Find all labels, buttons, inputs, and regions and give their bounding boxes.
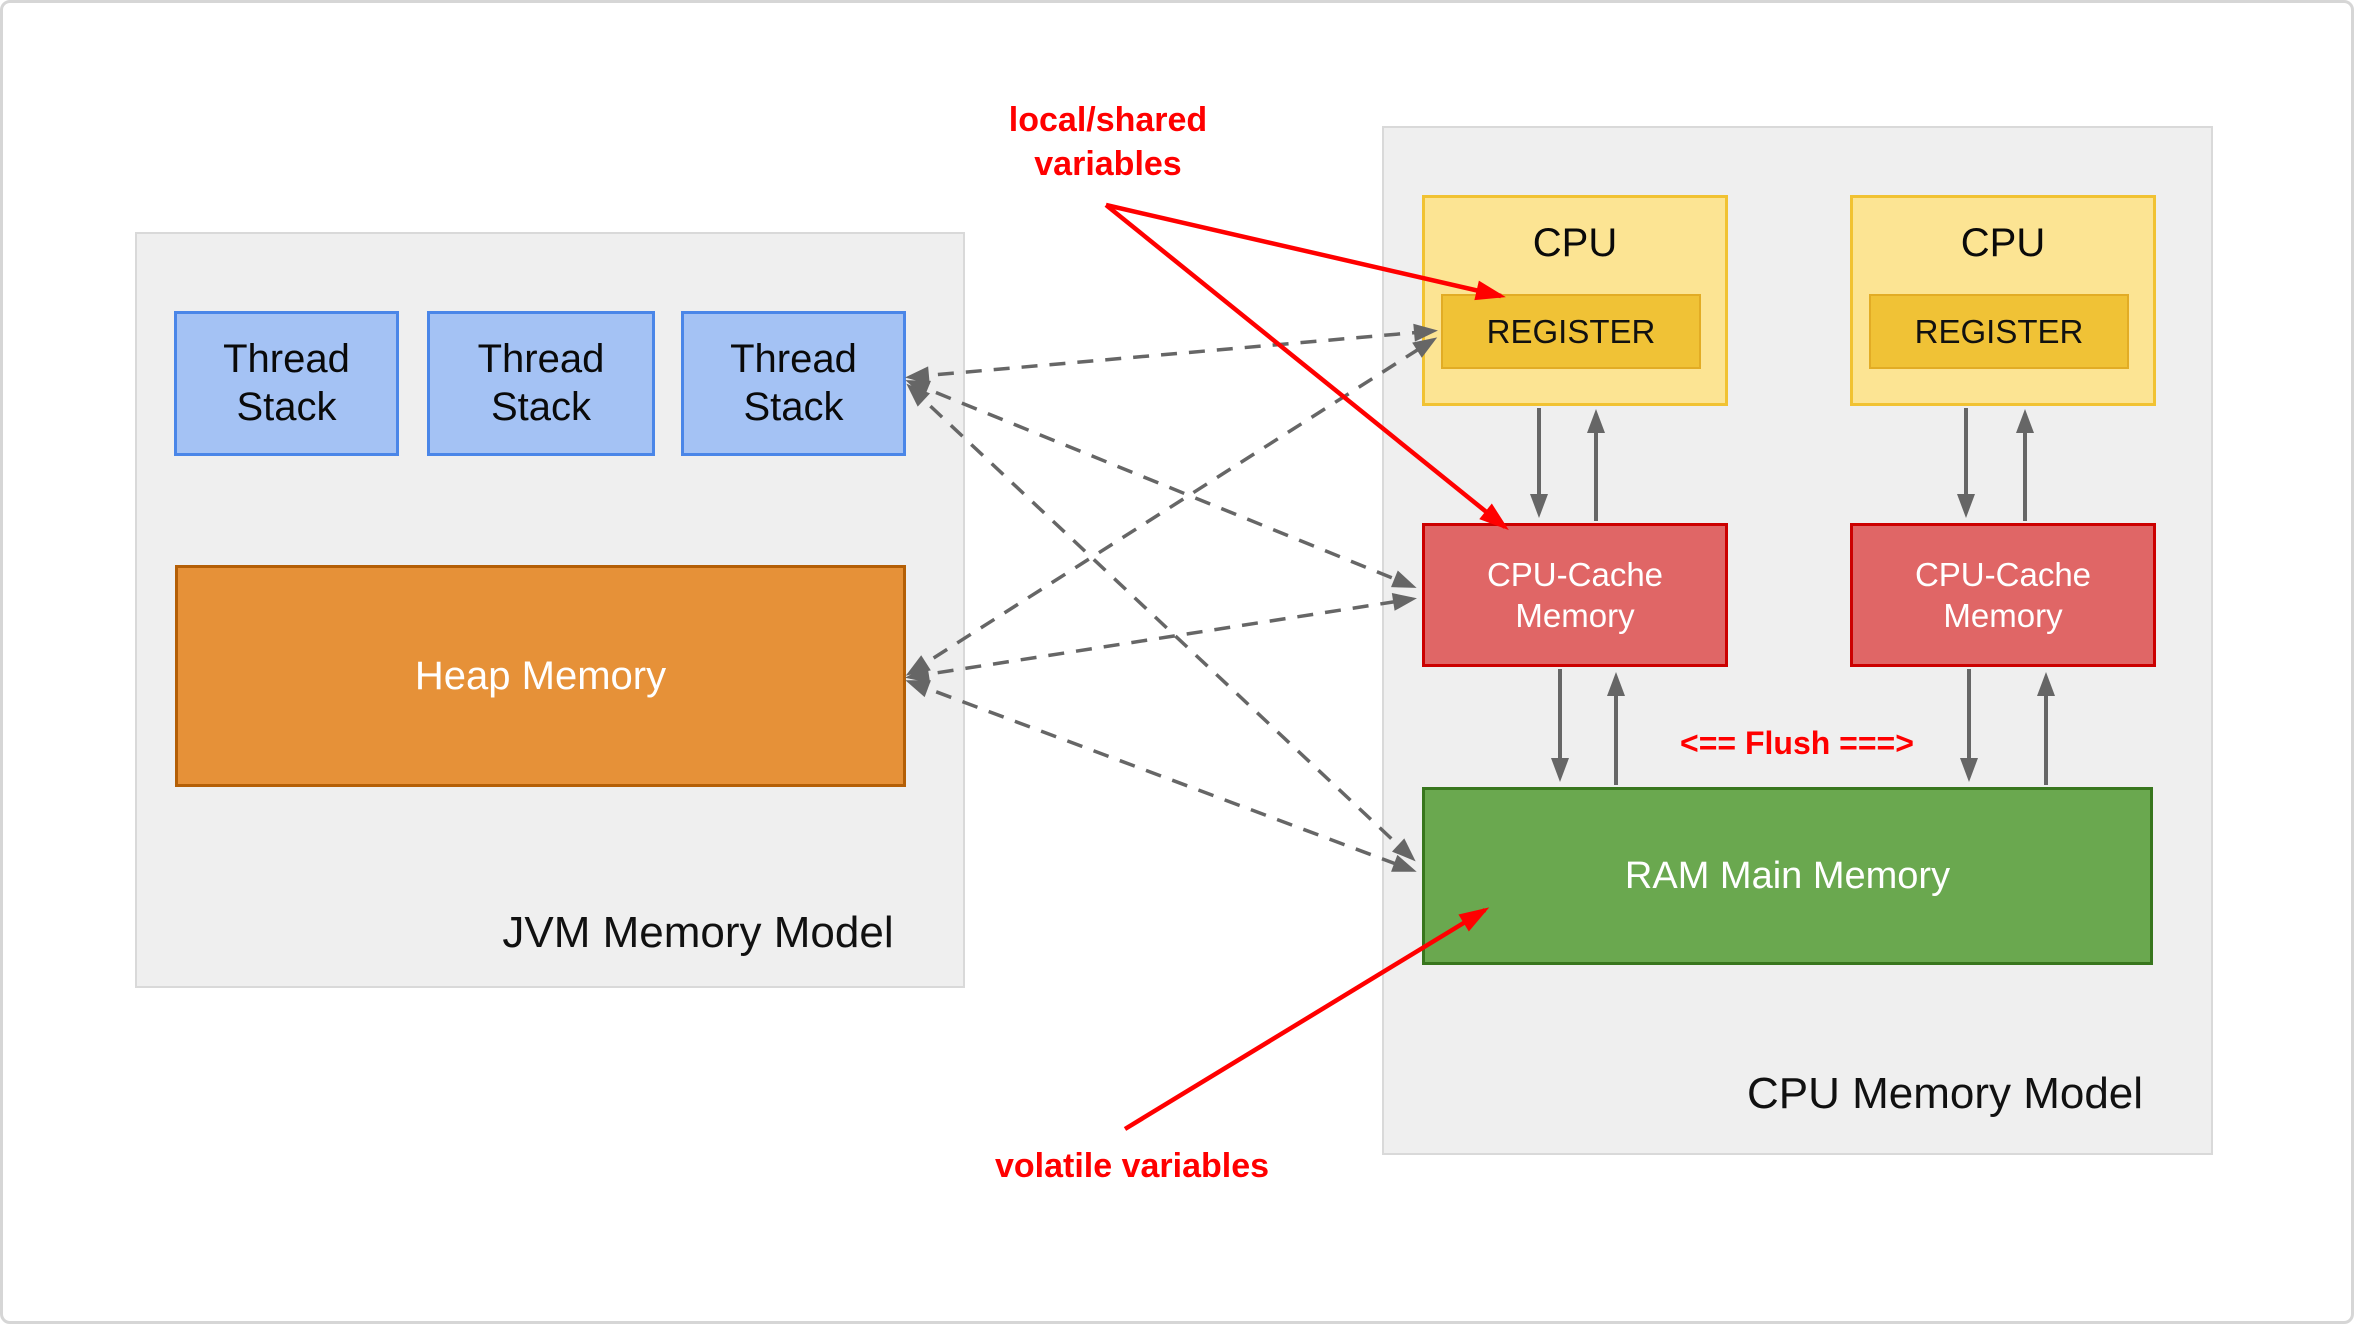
thread-stack-label: Thread Stack xyxy=(730,337,857,429)
register-box-2: REGISTER xyxy=(1869,294,2129,369)
dashed-line-stack-to-cache xyxy=(905,380,1417,588)
cpu-model-title: CPU Memory Model xyxy=(1746,1069,2144,1118)
volatile-variables-note: volatile variables xyxy=(994,1147,1270,1185)
cpu-cache-box-1: CPU-Cache Memory xyxy=(1422,523,1728,667)
cpu-cache-label: CPU-Cache Memory xyxy=(1486,555,1664,634)
flush-label: <== Flush ===> xyxy=(1680,725,1914,761)
thread-stack-box-3: Thread Stack xyxy=(681,311,906,456)
register-label: REGISTER xyxy=(1486,312,1656,350)
thread-stack-label: Thread Stack xyxy=(477,337,605,429)
cpu-cache-box-2: CPU-Cache Memory xyxy=(1850,523,2156,667)
dashed-line-stack-to-ram xyxy=(906,383,1416,862)
cpu-label-1: CPU xyxy=(1532,220,1618,265)
ram-main-memory-label: RAM Main Memory xyxy=(1624,854,1951,897)
cpu-label-2: CPU xyxy=(1960,220,2046,265)
dashed-line-stack-to-register xyxy=(905,323,1438,385)
register-box-1: REGISTER xyxy=(1441,294,1701,369)
thread-stack-label: Thread Stack xyxy=(223,337,350,429)
ram-main-memory-box: RAM Main Memory xyxy=(1422,787,2153,965)
heap-memory-box: Heap Memory xyxy=(175,565,906,787)
thread-stack-box-1: Thread Stack xyxy=(174,311,399,456)
dashed-line-heap-to-cache xyxy=(905,593,1417,683)
jvm-model-title: JVM Memory Model xyxy=(502,908,894,957)
dashed-line-heap-to-ram xyxy=(905,680,1417,872)
dashed-connector-lines xyxy=(905,323,1438,872)
cpu-cache-label: CPU-Cache Memory xyxy=(1914,555,2092,634)
local-shared-variables-note: local/shared variables xyxy=(1008,101,1208,184)
heap-memory-label: Heap Memory xyxy=(414,653,667,698)
thread-stack-box-2: Thread Stack xyxy=(427,311,655,456)
register-label: REGISTER xyxy=(1914,312,2084,350)
dashed-line-heap-to-register xyxy=(905,337,1438,676)
